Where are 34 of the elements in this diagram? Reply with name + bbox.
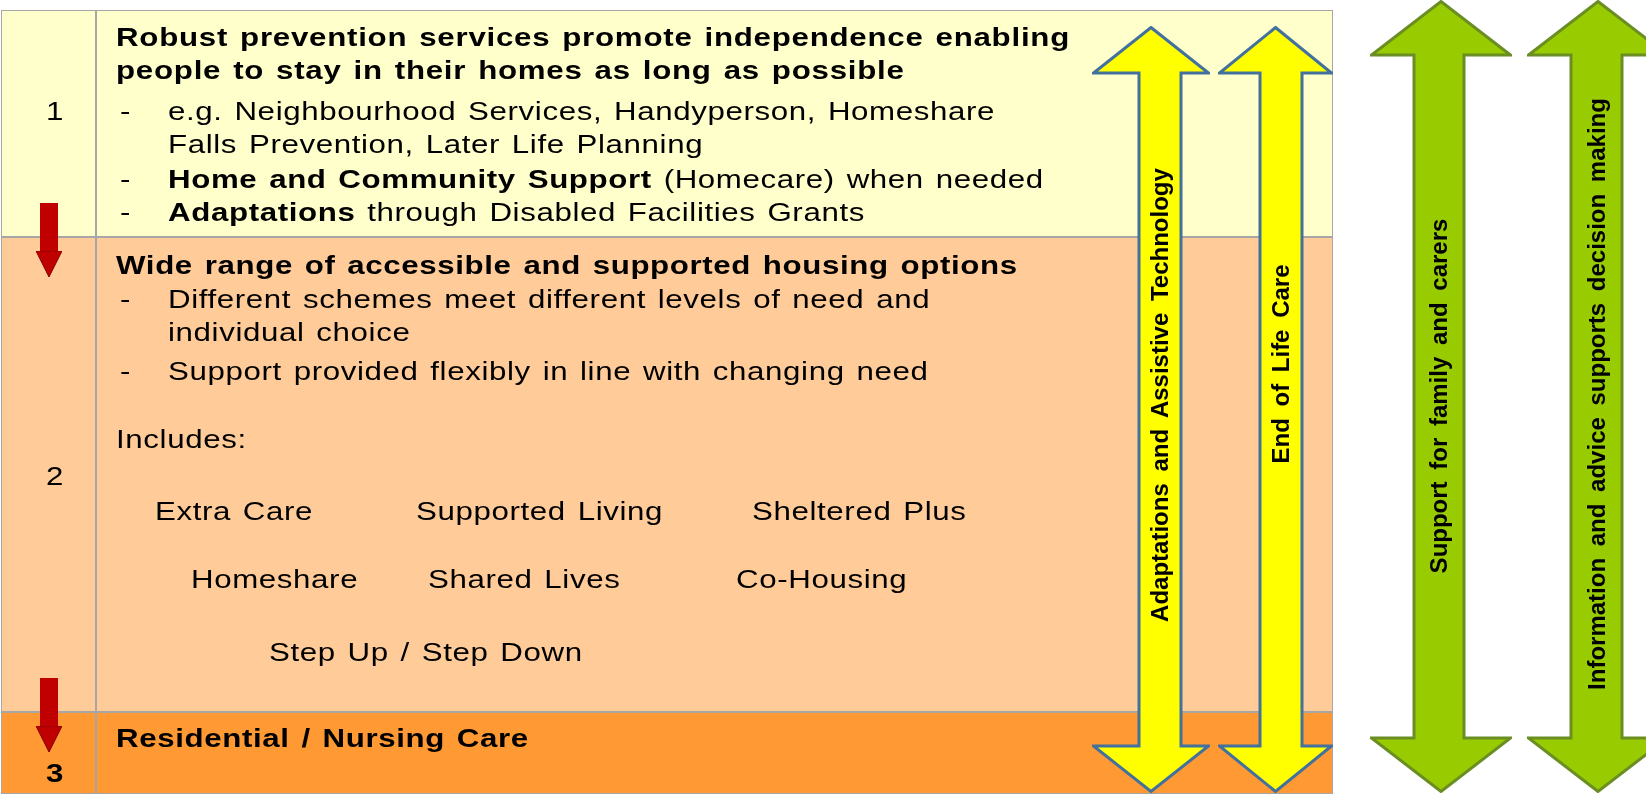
banner-label: Information and advice supports decision making — [1583, 98, 1611, 690]
row-number: 3 — [46, 758, 64, 789]
body-text: Shared Lives — [428, 564, 621, 595]
double-headed-banner — [1527, 0, 1646, 793]
body-text: - — [120, 284, 132, 315]
body-text: Homeshare — [191, 564, 359, 595]
body-text: Adaptations through Disabled Facilities Grants — [168, 197, 865, 228]
body-text: Supported Living — [416, 496, 664, 527]
row-number: 2 — [46, 461, 64, 492]
body-text: - — [120, 197, 132, 228]
double-headed-banner — [1092, 26, 1210, 793]
body-text: Support provided flexibly in line with changing need — [168, 356, 929, 387]
body-text: Home and Community Support (Homecare) when needed — [168, 164, 1044, 195]
body-text: - — [120, 356, 132, 387]
table-row — [1, 712, 1333, 794]
body-text: Step Up / Step Down — [269, 637, 583, 668]
arrow — [35, 678, 63, 753]
body-text: Different schemes meet different levels of need and individual choice — [168, 284, 932, 348]
body-text: - — [120, 96, 132, 127]
body-text: Includes: — [116, 424, 247, 455]
double-headed-banner — [1218, 26, 1333, 793]
body-text: Extra Care — [155, 496, 314, 527]
body-text: e.g. Neighbourhood Services, Handyperson, Homeshare Falls Prevention, Later Life Planning — [168, 96, 997, 160]
body-text: Co-Housing — [736, 564, 908, 595]
heading: Residential / Nursing Care — [116, 723, 529, 754]
body-text: Sheltered Plus — [752, 496, 967, 527]
banner-label: End of Life Care — [1267, 264, 1295, 464]
double-headed-banner — [1370, 0, 1512, 793]
banner-label: Adaptations and Assistive Technology — [1146, 168, 1174, 622]
arrow — [35, 203, 63, 278]
heading: Wide range of accessible and supported housing options — [116, 250, 1018, 281]
row-number: 1 — [46, 96, 64, 127]
banner-label: Support for family and carers — [1425, 218, 1453, 574]
body-text: - — [120, 164, 132, 195]
